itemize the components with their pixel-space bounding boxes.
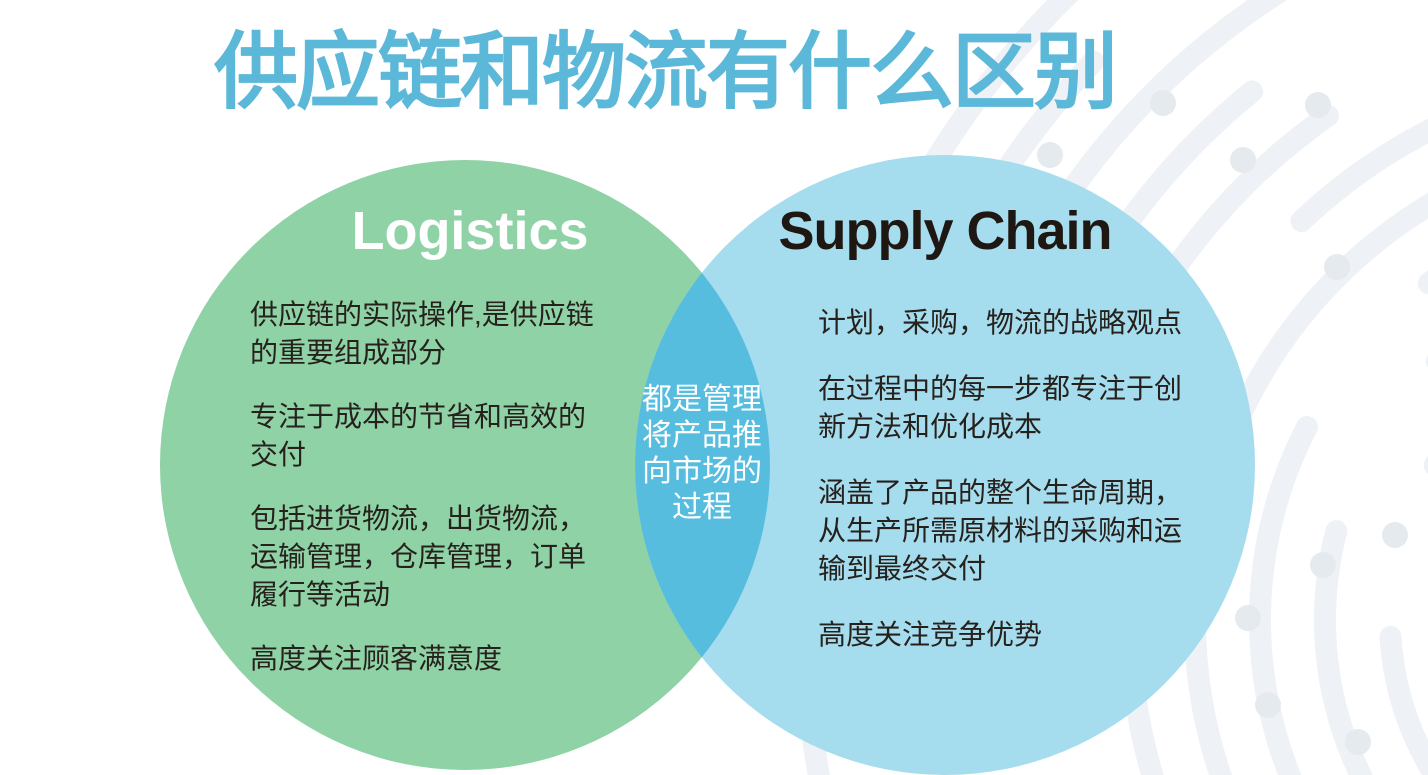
overlap-lens [635,272,770,658]
page-title: 供应链和物流有什么区别 [213,25,1118,119]
overlap-text-line: 过程 [672,491,732,524]
overlap-text-line: 都是管理 [642,383,762,416]
supply-chain-item: 涵盖了产品的整个生命周期，从生产所需原材料的采购和运输到最终交付 [818,477,1183,584]
logistics-item: 专注于成本的节省和高效的交付 [250,401,587,470]
overlap-text-line: 将产品推 [642,419,762,452]
pattern-end-dots [1037,90,1408,755]
supply-chain-item: 高度关注竞争优势 [818,619,1043,650]
supply-chain-item: 计划，采购，物流的战略观点 [818,307,1183,338]
logistics-items: 供应链的实际操作,是供应链的重要组成部分 专注于成本的节省和高效的交付 包括进货… [250,296,602,704]
logistics-circle [160,160,770,770]
supply-chain-items: 计划，采购，物流的战略观点 在过程中的每一步都专注于创新方法和优化成本 涵盖了产… [818,304,1202,682]
logistics-item: 包括进货物流，出货物流，运输管理，仓库管理，订单履行等活动 [250,503,587,610]
overlap-text-line: 向市场的 [642,455,762,488]
logistics-heading: Logistics [351,201,589,261]
supply-chain-item: 在过程中的每一步都专注于创新方法和优化成本 [818,373,1183,442]
overlap-text: 都是管理 将产品推 向市场的 过程 [594,382,810,526]
logistics-item: 高度关注顾客满意度 [250,643,503,674]
supply-chain-heading: Supply Chain [778,201,1112,261]
supply-chain-circle [635,155,1255,775]
logistics-item: 供应链的实际操作,是供应链的重要组成部分 [250,299,594,368]
